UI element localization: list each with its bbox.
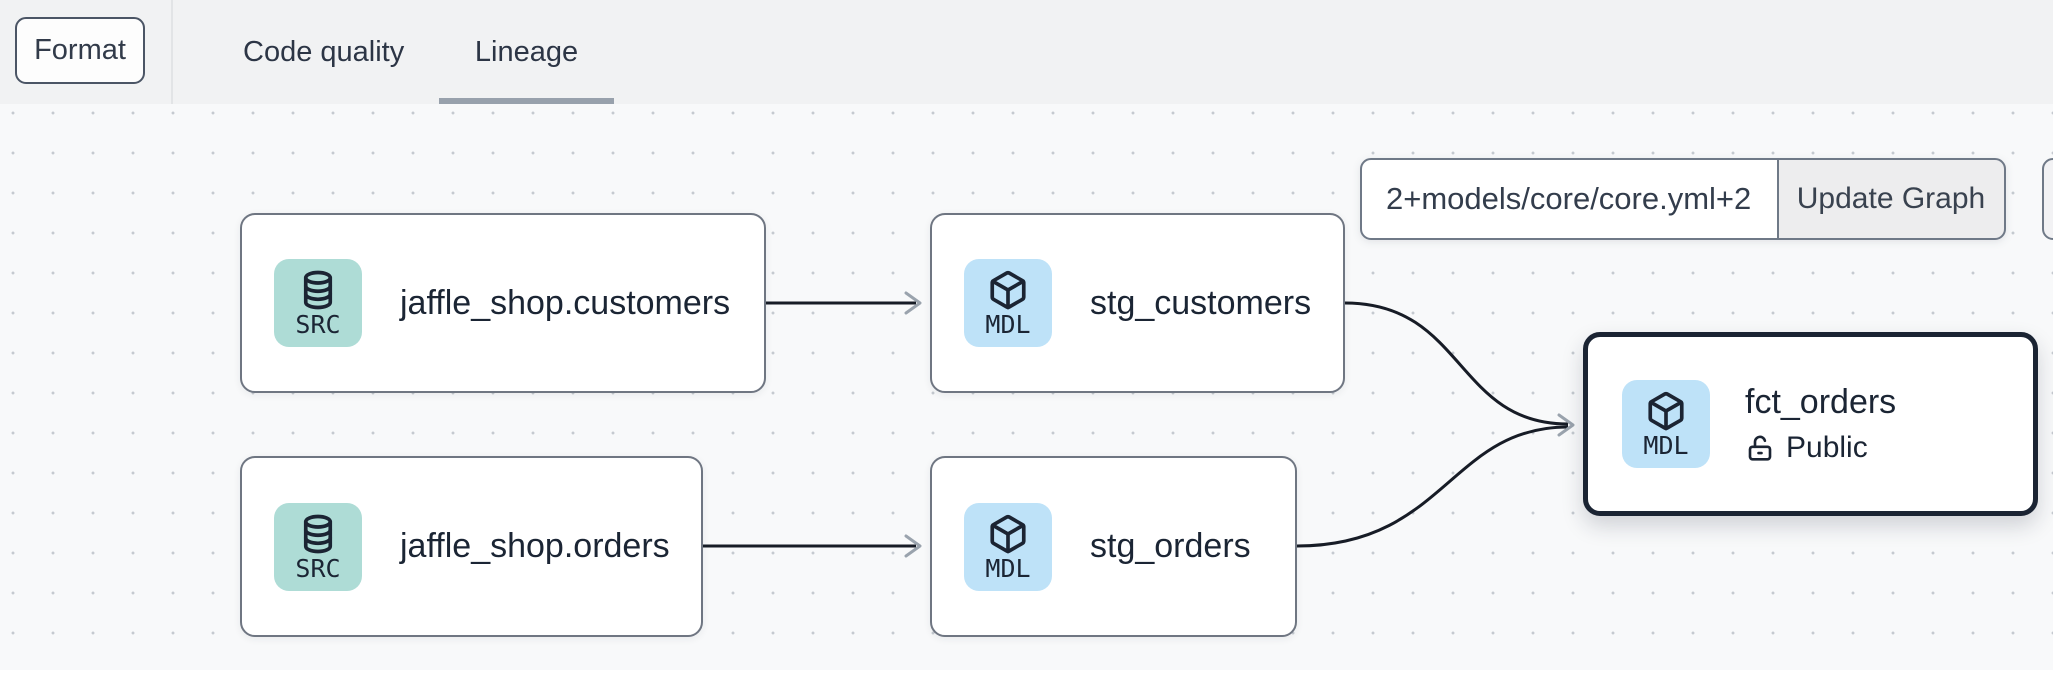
cube-icon — [1648, 391, 1684, 431]
node-label: fct_orders — [1745, 383, 1897, 421]
database-icon — [303, 514, 333, 553]
node-label: jaffle_shop.customers — [400, 283, 731, 322]
access-label: Public — [1786, 431, 1868, 464]
active-tab-underline — [439, 98, 614, 104]
model-badge: MDL — [964, 259, 1052, 347]
tab-lineage[interactable]: Lineage — [439, 0, 614, 104]
node-model-stg-orders[interactable]: MDL stg_orders — [930, 456, 1297, 637]
source-badge: SRC — [274, 502, 362, 591]
tab-lineage-label: Lineage — [474, 35, 579, 68]
node-source-jaffle-shop-orders[interactable]: SRC jaffle_shop.orders — [240, 456, 703, 637]
cube-icon — [990, 270, 1026, 310]
unlock-icon — [1748, 435, 1772, 461]
badge-label: MDL — [1643, 431, 1689, 460]
source-badge: SRC — [274, 259, 362, 347]
cube-icon — [990, 514, 1026, 553]
bottom-strip — [0, 670, 2053, 680]
database-icon — [303, 270, 333, 310]
tab-code-quality[interactable]: Code quality — [243, 35, 405, 68]
toolbar-divider — [171, 0, 173, 104]
update-graph-button[interactable]: Update Graph — [1776, 158, 2006, 240]
node-label: jaffle_shop.orders — [400, 527, 670, 565]
node-model-fct-orders[interactable]: MDL fct_orders Public — [1583, 332, 2038, 516]
node-label: stg_customers — [1090, 283, 1312, 322]
badge-label: SRC — [295, 553, 341, 583]
node-source-jaffle-shop-customers[interactable]: SRC jaffle_shop.customers — [240, 213, 766, 393]
access-row: Public — [1745, 431, 1896, 465]
lineage-selector-controls: Update Graph — [1360, 158, 2006, 240]
node-model-stg-customers[interactable]: MDL stg_customers — [930, 213, 1345, 393]
format-button[interactable]: Format — [15, 17, 145, 84]
selector-input[interactable] — [1360, 158, 1779, 240]
top-toolbar: Format Code quality Lineage — [0, 0, 2053, 104]
clipped-right-button[interactable] — [2042, 158, 2053, 240]
model-badge: MDL — [1622, 380, 1710, 468]
badge-label: MDL — [985, 310, 1031, 339]
node-label: stg_orders — [1090, 527, 1251, 565]
model-badge: MDL — [964, 502, 1052, 591]
badge-label: MDL — [985, 553, 1031, 583]
badge-label: SRC — [295, 310, 341, 339]
